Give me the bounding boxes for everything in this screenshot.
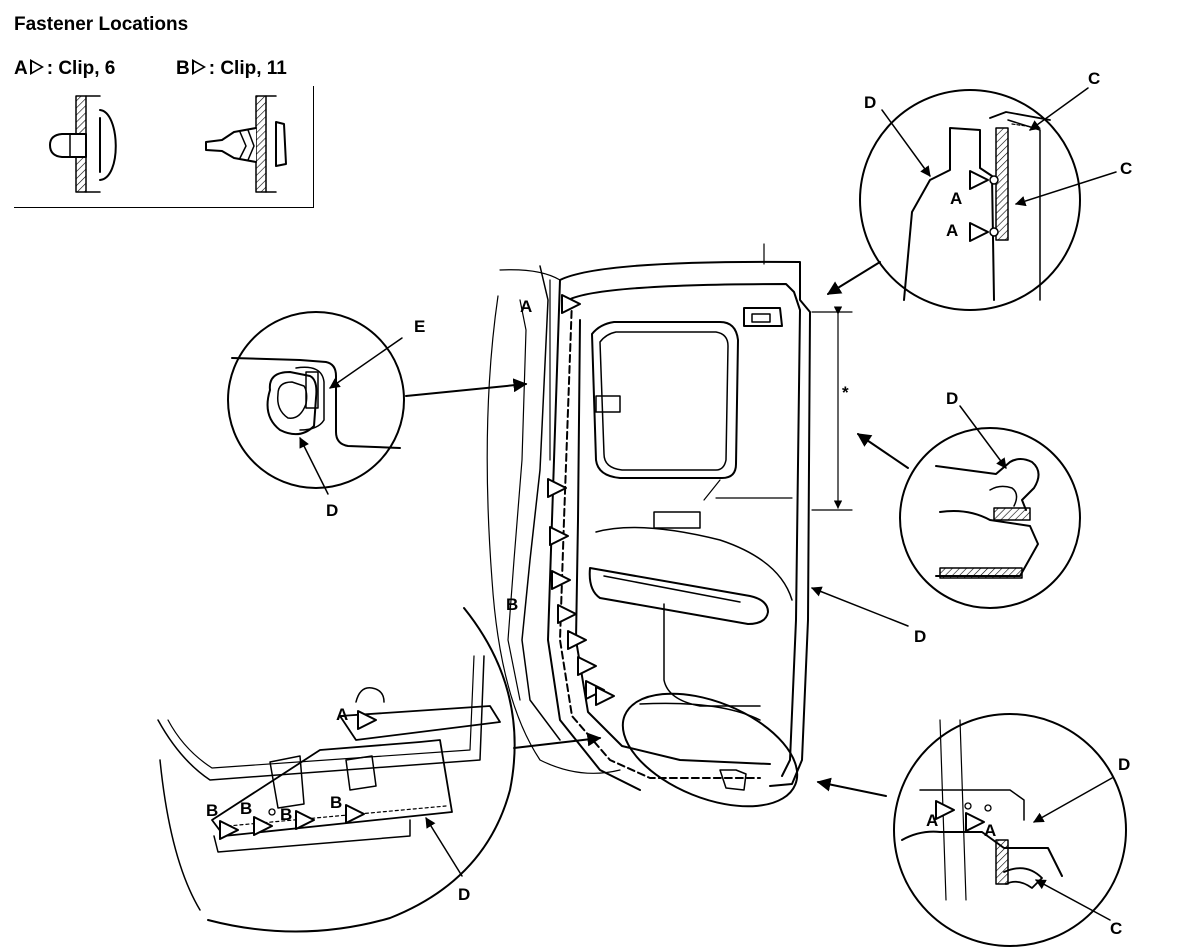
- callout-d: D: [458, 885, 470, 904]
- legend-item-clip-b: B : Clip, 11: [176, 58, 287, 80]
- clip-triangle-icon: [29, 59, 44, 75]
- callout-b: B: [506, 595, 518, 614]
- callout-e: E: [414, 317, 425, 336]
- detail-arc-bottom-left: [157, 607, 602, 933]
- callout-d: D: [1118, 755, 1130, 774]
- legend-text-b: : Clip, 11: [208, 58, 287, 79]
- detail-circle-bottom-right: [816, 713, 1127, 947]
- callout-labels: A B E D D C C A A D * D D A A C A B B B …: [206, 69, 1132, 938]
- callout-b: B: [330, 793, 342, 812]
- dimension-star: *: [842, 383, 849, 402]
- legend-item-clip-a: A : Clip, 6: [14, 58, 115, 80]
- clip-b-illustration: [205, 95, 287, 193]
- callout-c: C: [1120, 159, 1132, 178]
- clip-a-illustration: [49, 95, 117, 193]
- detail-circle-top-right: [826, 87, 1117, 311]
- door-panel: [486, 243, 853, 808]
- legend-text-a: : Clip, 6: [46, 58, 116, 79]
- callout-a: A: [520, 297, 532, 316]
- callout-a: A: [336, 705, 348, 724]
- legend-marker-b: B: [176, 58, 190, 79]
- callout-d: D: [946, 389, 958, 408]
- callout-b: B: [206, 801, 218, 820]
- callout-b: B: [240, 799, 252, 818]
- legend-box: [14, 86, 314, 208]
- callout-d: D: [914, 627, 926, 646]
- callout-c: C: [1110, 919, 1122, 938]
- door-seal-arrow: [811, 586, 909, 627]
- clip-triangle-icon: [191, 59, 206, 75]
- callout-d: D: [326, 501, 338, 520]
- callout-a: A: [950, 189, 962, 208]
- legend-marker-a: A: [14, 58, 28, 79]
- callout-b: B: [280, 805, 292, 824]
- callout-a: A: [926, 811, 938, 830]
- callout-a: A: [984, 821, 996, 840]
- callout-d: D: [864, 93, 876, 112]
- page-title: Fastener Locations: [14, 14, 189, 35]
- detail-circle-left: [227, 311, 528, 495]
- callout-a: A: [946, 221, 958, 240]
- callout-c: C: [1088, 69, 1100, 88]
- detail-circle-mid-right: [856, 405, 1081, 609]
